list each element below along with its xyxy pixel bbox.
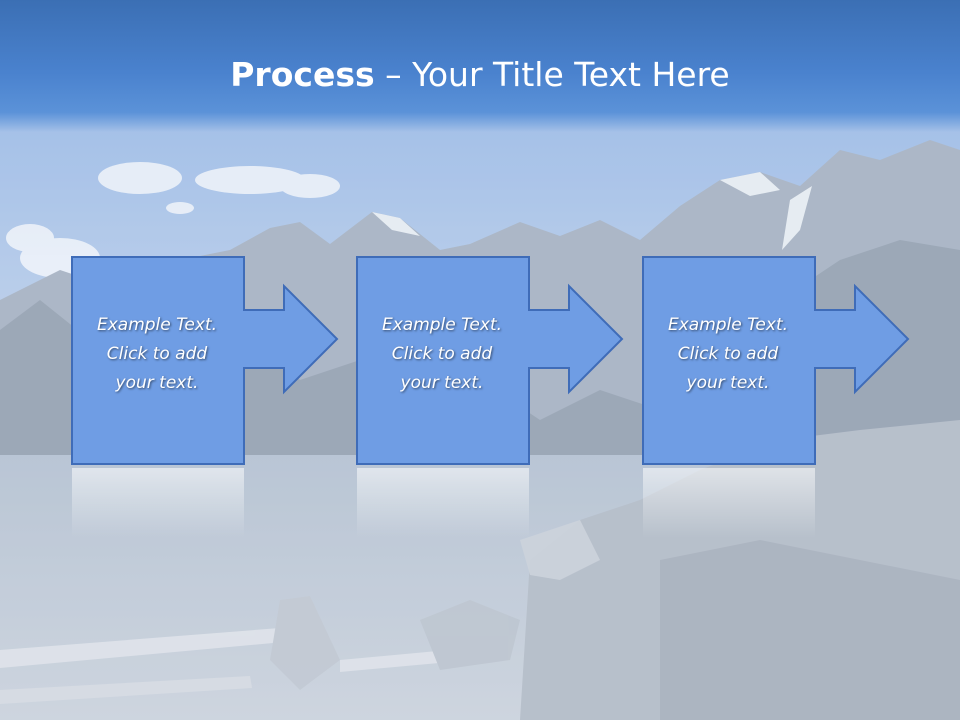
step-line-2: Click to add [677,344,779,364]
step-line-3: your text. [115,373,199,393]
step-line-1: Example Text. [667,315,789,335]
step-line-1: Example Text. [96,315,218,335]
title-rest: – Your Title Text Here [374,55,730,94]
step-line-3: your text. [686,373,770,393]
step-line-3: your text. [400,373,484,393]
process-step-2[interactable]: Example Text. Click to add your text. [356,256,646,556]
right-arrow-icon [642,256,910,538]
step-line-1: Example Text. [381,315,503,335]
process-step-3[interactable]: Example Text. Click to add your text. [642,256,932,556]
right-arrow-icon [71,256,339,538]
step-line-2: Click to add [106,344,208,364]
title-bold: Process [230,55,375,94]
clouds [6,162,340,278]
step-line-2: Click to add [391,344,493,364]
step-text: Example Text. Click to add your text. [356,311,528,398]
right-arrow-icon [356,256,624,538]
step-text: Example Text. Click to add your text. [642,311,814,398]
title-bar [0,0,960,132]
process-step-1[interactable]: Example Text. Click to add your text. [71,256,361,556]
step-text: Example Text. Click to add your text. [71,311,243,398]
driftwood [0,520,600,704]
slide-title[interactable]: Process – Your Title Text Here [0,52,960,98]
